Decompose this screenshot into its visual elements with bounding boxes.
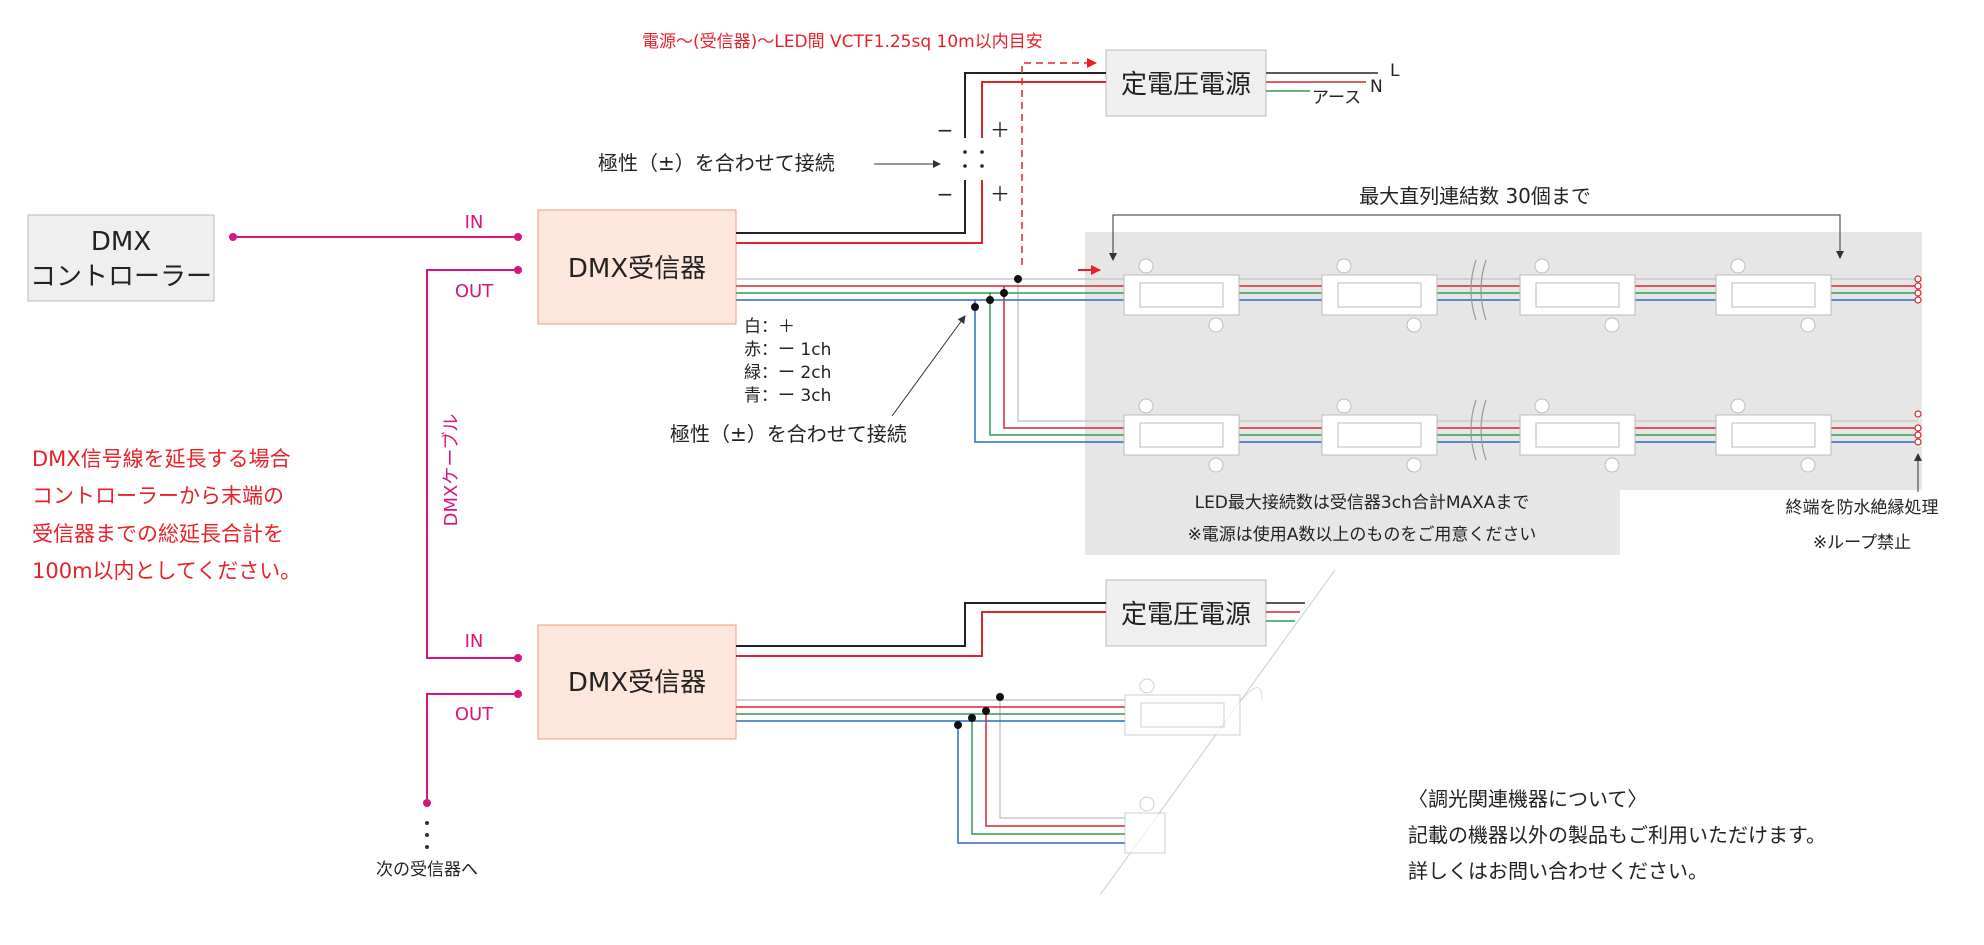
plus-sign-top: ＋	[990, 118, 1010, 142]
polarity-note-top: 極性（±）を合わせて接続	[598, 151, 835, 175]
next-receiver-label: 次の受信器へ	[376, 860, 478, 880]
extension-note-1: DMX信号線を延長する場合	[32, 447, 291, 471]
led-note-1: LED最大接続数は受信器3ch合計MAXAまで	[1195, 493, 1530, 513]
legend-red: 赤：ー 1ch	[744, 340, 831, 360]
psu-label-1: 定電圧電源	[1121, 70, 1251, 100]
series-max-label: 最大直列連結数 30個まで	[1359, 184, 1591, 208]
dimming-note-1: 〈調光関連機器について〉	[1408, 787, 1647, 811]
dmx-controller-box	[27, 214, 215, 302]
polarity-gap	[955, 138, 991, 180]
extension-note-3: 受信器までの総延長合計を	[32, 522, 284, 546]
controller-label-1: DMX	[91, 227, 151, 257]
wire-join-dots-2	[954, 693, 1004, 729]
extension-note-2: コントローラーから末端の	[32, 484, 284, 508]
psu-box-2	[1105, 579, 1267, 647]
psu-label-2: 定電圧電源	[1121, 600, 1251, 630]
continuation-dots	[425, 821, 429, 849]
polarity-join-dots	[963, 150, 984, 168]
port-out-label-1: OUT	[455, 281, 494, 302]
controller-label-2: コントローラー	[30, 262, 212, 292]
legend-blue: 青：ー 3ch	[744, 386, 831, 406]
ac-input-lines-2	[1266, 602, 1305, 622]
plus-sign-bottom: ＋	[990, 182, 1010, 206]
dimming-note-3: 詳しくはお問い合わせください。	[1408, 859, 1708, 883]
led-modules-row1	[1123, 258, 1832, 333]
dmx-cable-label: DMXケーブル	[440, 414, 462, 527]
led-panel	[1085, 232, 1922, 555]
ac-l-label: L	[1390, 61, 1400, 81]
led-modules-faded	[1124, 678, 1263, 854]
extension-note-4: 100m以内としてください。	[32, 559, 301, 583]
led-note-2: ※電源は使用A数以上のものをご用意ください	[1188, 524, 1537, 545]
legend-green: 緑：ー 2ch	[744, 363, 831, 383]
power-cables-2	[736, 602, 1106, 657]
terminal-ends	[1914, 275, 1922, 446]
break-marks	[1470, 259, 1487, 461]
minus-sign-bottom: −	[937, 182, 954, 206]
port-out-label-2: OUT	[455, 704, 494, 725]
dmx-receiver-box-1	[537, 209, 737, 325]
dmx-connection-dots	[229, 233, 522, 807]
psu-cable-note: 電源〜(受信器)〜LED間 VCTF1.25sq 10m以内目安	[642, 32, 1043, 52]
port-in-label-2: IN	[465, 631, 484, 652]
receiver-label-1: DMX受信器	[568, 254, 706, 284]
receiver-label-2: DMX受信器	[568, 668, 706, 698]
minus-sign-top: −	[937, 118, 954, 142]
dmx-receiver-box-2	[537, 624, 737, 740]
terminal-note-2: ※ループ禁止	[1813, 533, 1911, 553]
polarity-arrow-bottom	[891, 315, 966, 417]
earth-label: アース	[1312, 88, 1361, 108]
led-wires-2	[736, 699, 1125, 844]
psu-note-dash-top	[1021, 58, 1097, 265]
polarity-note-bottom: 極性（±）を合わせて接続	[670, 422, 907, 446]
dimming-note-2: 記載の機器以外の製品もご利用いただけます。	[1408, 823, 1826, 847]
ac-n-label: N	[1370, 77, 1383, 97]
terminal-note-1: 終端を防水絶縁処理	[1786, 498, 1939, 518]
dmx-signal-lines	[233, 236, 518, 803]
port-in-label-1: IN	[465, 212, 484, 233]
led-wires-1	[736, 278, 1124, 443]
psu-box-1	[1105, 49, 1267, 117]
legend-white: 白：＋	[744, 317, 795, 337]
led-modules-row2	[1123, 398, 1832, 473]
wire-join-dots-1	[971, 275, 1022, 311]
ac-input-lines-1	[1266, 72, 1378, 92]
